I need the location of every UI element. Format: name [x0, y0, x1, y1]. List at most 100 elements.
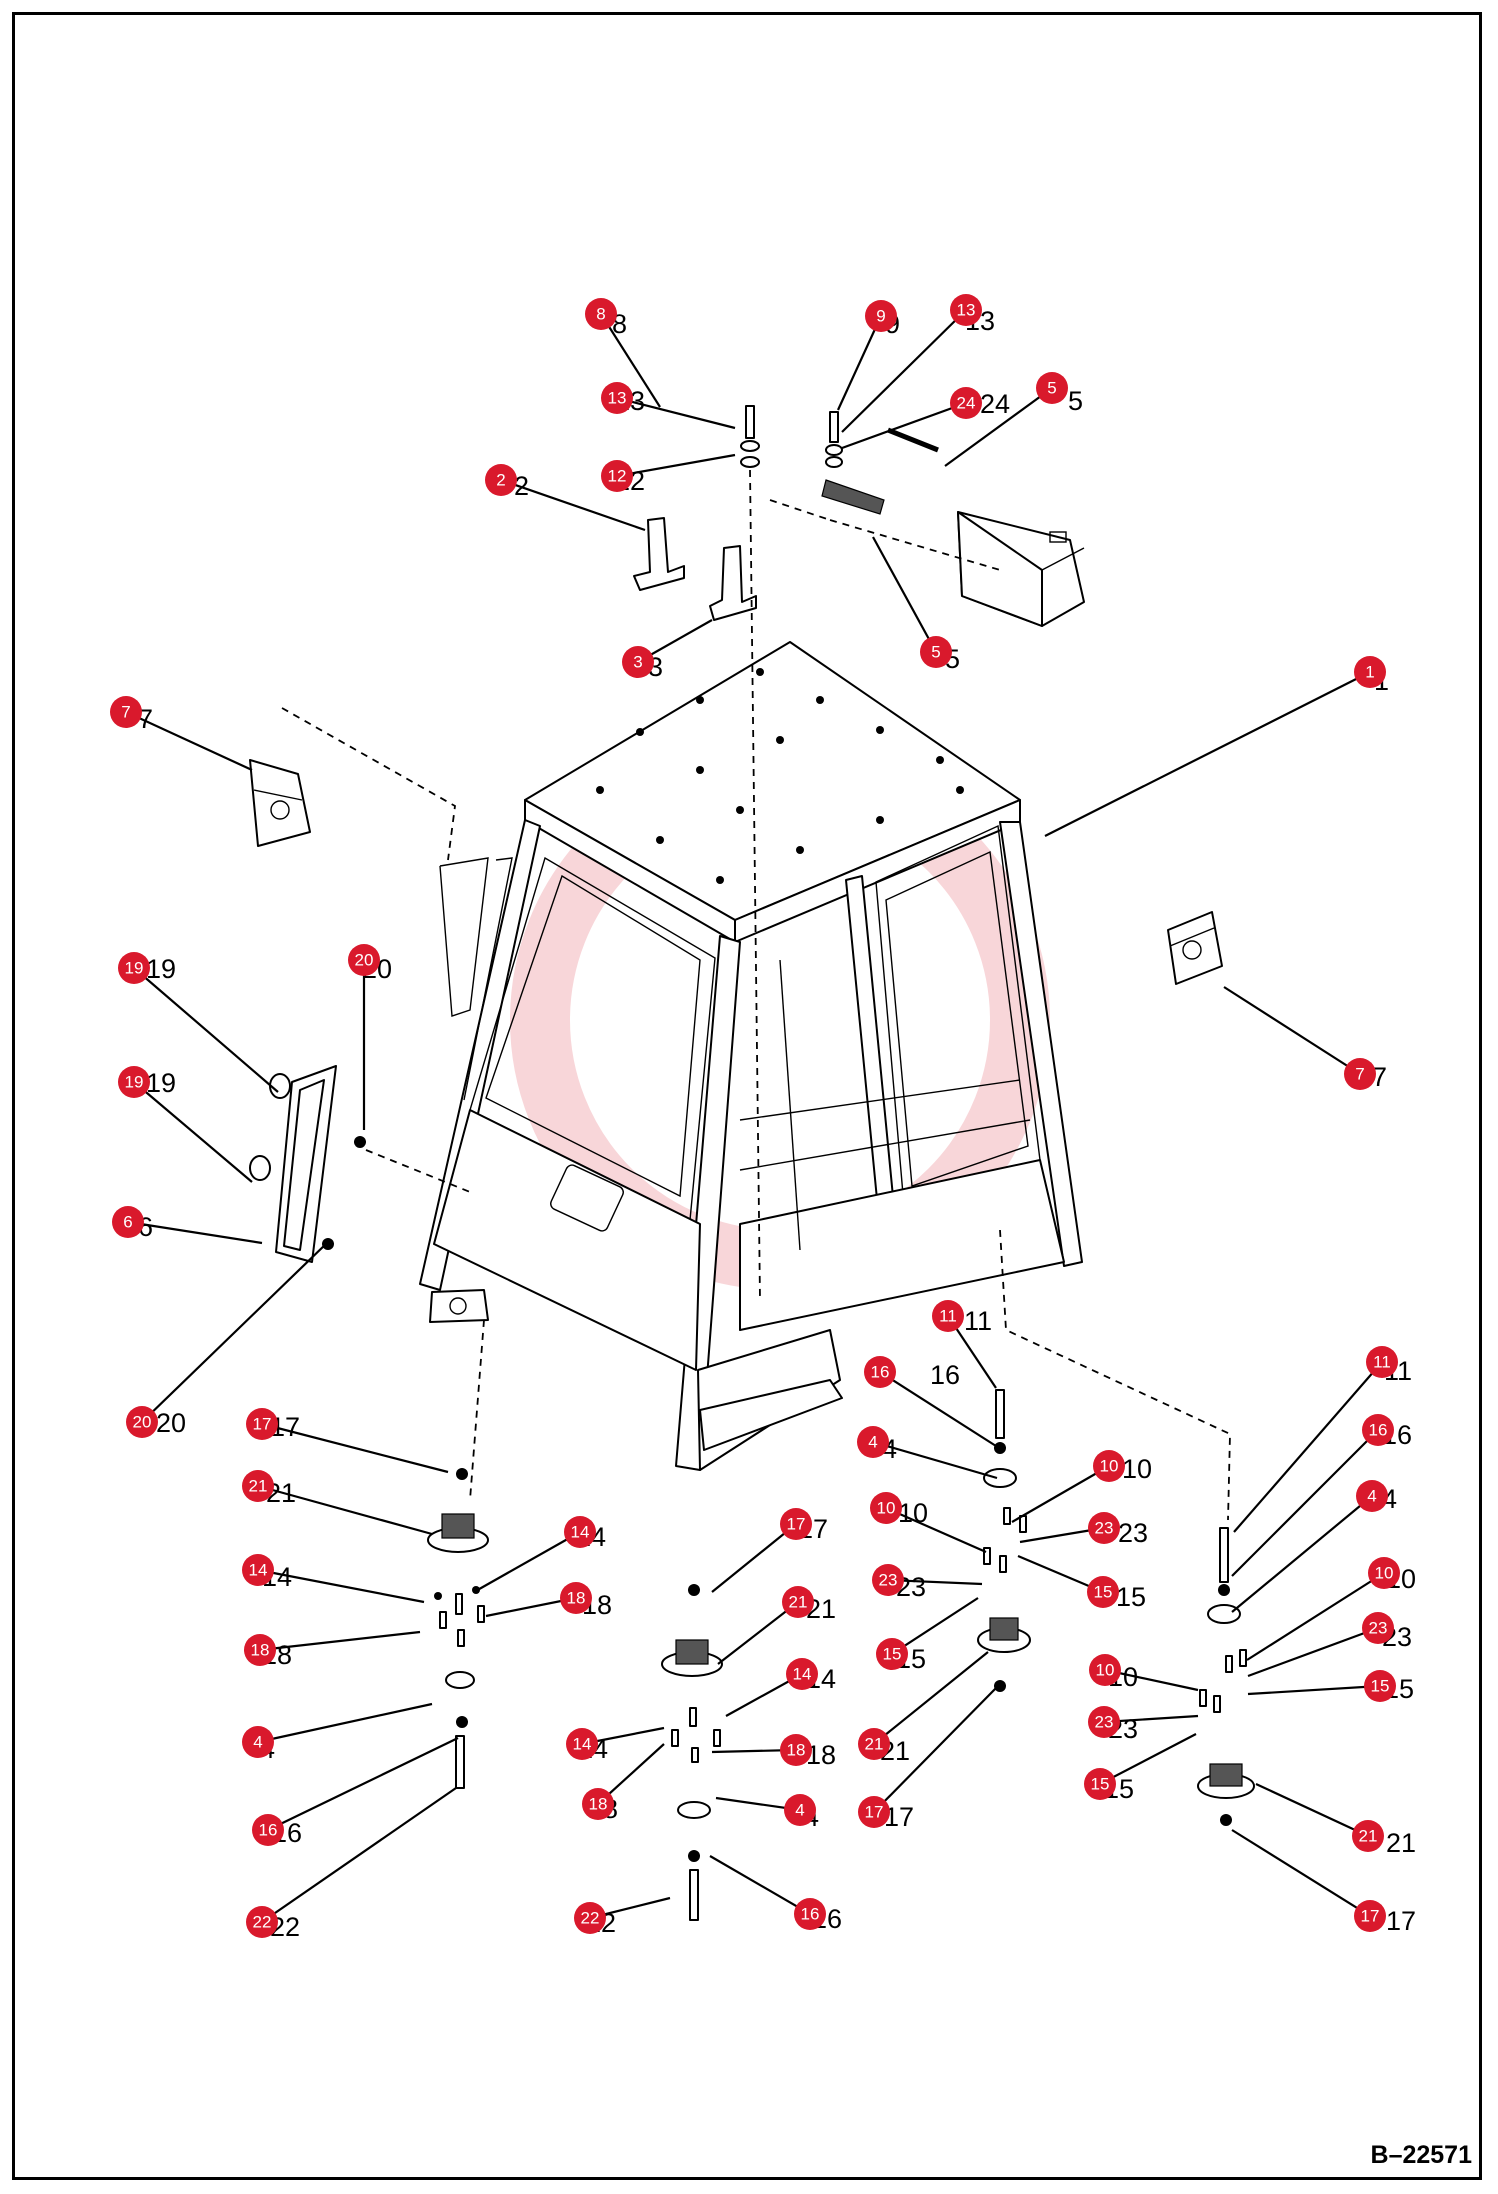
callout-circle	[566, 1728, 598, 1760]
callout-20: 20	[126, 1406, 158, 1438]
leader-line-20	[141, 1241, 329, 1423]
callout-21: 21	[242, 1470, 274, 1502]
callout-label: 13	[608, 389, 627, 408]
callout-circle	[780, 1508, 812, 1540]
leader-line-16	[267, 1737, 459, 1831]
leader-line-17	[1231, 1829, 1371, 1917]
callout-circle	[870, 1492, 902, 1524]
callout-circle	[920, 636, 952, 668]
callout-circle	[784, 1794, 816, 1826]
callout-circle	[1354, 1900, 1386, 1932]
leader-line-7	[125, 711, 253, 771]
callout-label: 5	[931, 643, 940, 662]
callout-circle	[244, 1634, 276, 1666]
callout-4: 4	[242, 1726, 274, 1758]
ghost-number-10: 10	[898, 1498, 928, 1528]
callout-14: 14	[242, 1554, 274, 1586]
ghost-number-19: 19	[146, 1068, 176, 1098]
callout-label: 15	[1094, 1583, 1113, 1602]
callout-label: 23	[1095, 1519, 1114, 1538]
callout-circle	[242, 1554, 274, 1586]
callout-label: 9	[876, 307, 885, 326]
leader-line-10	[1011, 1465, 1110, 1523]
battery	[957, 511, 1085, 627]
callout-4: 4	[857, 1426, 889, 1458]
leader-line-21	[257, 1484, 433, 1536]
callout-label: 10	[1375, 1564, 1394, 1583]
callout-circle	[601, 460, 633, 492]
callout-circle	[1352, 1820, 1384, 1852]
callout-23: 23	[1088, 1512, 1120, 1544]
mount-bracket-right	[709, 545, 757, 621]
callout-circle	[582, 1788, 614, 1820]
callout-14: 14	[564, 1516, 596, 1548]
callout-15: 15	[876, 1638, 908, 1670]
callout-circle	[932, 1300, 964, 1332]
leader-line-17	[261, 1422, 449, 1474]
leader-line-7	[1223, 986, 1361, 1075]
callout-circle	[858, 1728, 890, 1760]
callout-15: 15	[1364, 1670, 1396, 1702]
callout-circle	[574, 1902, 606, 1934]
callout-label: 18	[567, 1589, 586, 1608]
callout-label: 16	[1369, 1421, 1388, 1440]
callout-label: 17	[1361, 1907, 1380, 1926]
callout-label: 21	[1359, 1827, 1378, 1846]
callout-circle	[242, 1470, 274, 1502]
leader-line-16	[1231, 1429, 1379, 1577]
bolt-8	[740, 405, 760, 468]
callout-3: 3	[622, 646, 654, 678]
callout-label: 5	[1047, 379, 1056, 398]
callout-label: 13	[957, 301, 976, 320]
callout-label: 15	[883, 1645, 902, 1664]
battery-rod	[887, 427, 939, 453]
callout-label: 4	[868, 1433, 877, 1452]
ghost-number-19: 19	[146, 954, 176, 984]
callout-circle	[246, 1906, 278, 1938]
leader-line-5	[872, 536, 937, 653]
callout-22: 22	[574, 1902, 606, 1934]
callout-label: 2	[496, 471, 505, 490]
leader-line-6	[127, 1220, 263, 1245]
callout-label: 18	[589, 1795, 608, 1814]
ghost-number-15: 15	[1116, 1582, 1146, 1612]
callout-9: 9	[865, 300, 897, 332]
callout-23: 23	[1088, 1706, 1120, 1738]
callout-13: 13	[950, 294, 982, 326]
callout-label: 19	[125, 959, 144, 978]
callout-21: 21	[1352, 1820, 1384, 1852]
callout-10: 10	[1093, 1450, 1125, 1482]
callout-circle	[858, 1796, 890, 1828]
callout-label: 14	[571, 1523, 590, 1542]
leader-line-2	[500, 478, 646, 532]
callout-label: 21	[865, 1735, 884, 1754]
channel-bracket	[249, 1065, 366, 1263]
callout-label: 16	[259, 1821, 278, 1840]
callout-17: 17	[780, 1508, 812, 1540]
callout-circle	[348, 944, 380, 976]
callout-circle	[560, 1582, 592, 1614]
callout-circle	[865, 300, 897, 332]
callout-label: 21	[249, 1477, 268, 1496]
callout-circle	[1089, 1654, 1121, 1686]
leader-line-4	[872, 1440, 998, 1480]
callout-label: 10	[1096, 1661, 1115, 1680]
callout-14: 14	[786, 1658, 818, 1690]
leader-line-10	[885, 1506, 987, 1554]
callout-11: 11	[932, 1300, 964, 1332]
bolt-9	[825, 411, 843, 468]
callout-label: 15	[1371, 1677, 1390, 1696]
callout-23: 23	[1362, 1612, 1394, 1644]
callout-label: 15	[1091, 1775, 1110, 1794]
callout-13: 13	[601, 382, 633, 414]
callout-21: 21	[858, 1728, 890, 1760]
drawing-border	[12, 12, 1482, 2180]
ghost-number-21: 21	[1386, 1828, 1416, 1858]
callout-label: 10	[1100, 1457, 1119, 1476]
callout-label: 19	[125, 1073, 144, 1092]
callout-circle	[1362, 1612, 1394, 1644]
callout-label: 18	[787, 1741, 806, 1760]
callout-8: 8	[585, 298, 617, 330]
callout-label: 22	[253, 1913, 272, 1932]
drawing-code: B–22571	[1370, 2141, 1472, 2169]
